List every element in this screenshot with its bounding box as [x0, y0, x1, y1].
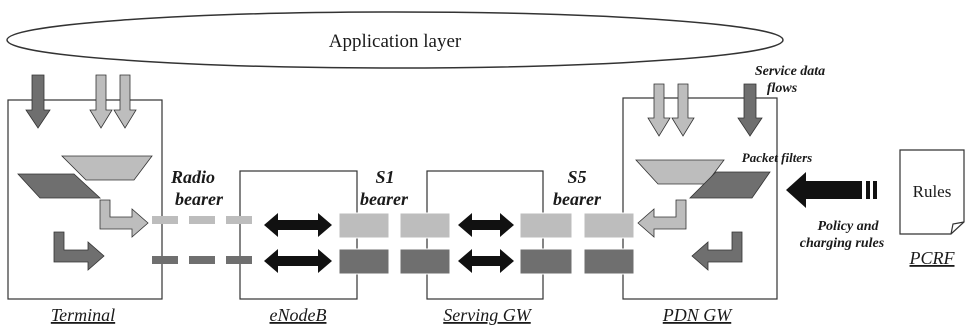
pdn-gw-down-arrows [647, 83, 763, 137]
policy-arrow-tail [873, 181, 877, 199]
s5-bearer-label: S5 [567, 167, 586, 187]
pdn-gw-packet-filters [635, 159, 771, 199]
pcrf-label: PCRF [909, 248, 956, 268]
radio-bearer-label: Radio [170, 167, 215, 187]
pdn-gw-label: PDN GW [662, 305, 733, 325]
l-arrow-icon [53, 231, 105, 271]
radio-bearer-dashes [152, 216, 252, 264]
s1-bearer-label: S1 [375, 167, 394, 187]
s5-bearer-block [519, 248, 573, 275]
pcrf-rules-document [899, 149, 965, 235]
terminal-down-arrows [25, 74, 137, 129]
radio-bearer-dash [189, 216, 215, 224]
service-data-flows-label: Service data [755, 64, 825, 79]
s5-bearer-block [583, 248, 635, 275]
double-arrow-icon [264, 249, 332, 273]
l-arrow-icon [637, 199, 687, 238]
radio-bearer-dash [189, 256, 215, 264]
down-arrow-icon [113, 74, 137, 129]
s5-bearer-label: bearer [553, 189, 602, 209]
s1-bearer-block [338, 248, 390, 275]
policy-arrow-icon [786, 172, 862, 208]
terminal-l-arrows [53, 199, 149, 271]
terminal-packet-filters [17, 155, 153, 199]
double-arrow-icon [264, 213, 332, 237]
serving-gw-double-arrows [458, 213, 514, 273]
terminal-box [7, 99, 163, 300]
down-arrow-icon [25, 74, 51, 129]
packet-filter-icon [17, 173, 102, 199]
pdn-gw-l-arrows [637, 199, 743, 271]
application-layer-label: Application layer [329, 31, 462, 52]
down-arrow-icon [89, 74, 113, 129]
packet-filter-icon [689, 171, 771, 199]
double-arrow-icon [458, 213, 514, 237]
down-arrow-icon [671, 83, 695, 137]
packet-filters-label: Packet filters [742, 150, 812, 165]
s5-bearer-block [519, 212, 573, 239]
double-arrow-icon [458, 249, 514, 273]
enodeb-label: eNodeB [270, 305, 327, 325]
s1-bearer-label: bearer [360, 189, 409, 209]
down-arrow-icon [647, 83, 671, 137]
radio-bearer-dash [226, 216, 252, 224]
l-arrow-icon [99, 199, 149, 238]
terminal-label: Terminal [51, 305, 115, 325]
enodeb-double-arrows [264, 213, 332, 273]
s1-bearer-block [399, 212, 451, 239]
s5-bearer-block [583, 212, 635, 239]
radio-bearer-label: bearer [175, 189, 224, 209]
policy-rules-label: Policy and [817, 219, 879, 234]
l-arrow-icon [691, 231, 743, 271]
rules-doc-label: Rules [913, 182, 952, 201]
service-data-flows-label: flows [767, 81, 798, 96]
s1-bearer-blocks [338, 212, 451, 275]
s1-bearer-block [399, 248, 451, 275]
packet-filter-icon [61, 155, 153, 181]
policy-rules-label: charging rules [800, 236, 885, 251]
pcrf-fold-icon [950, 221, 965, 235]
down-arrow-icon [737, 83, 763, 137]
policy-arrow [786, 172, 877, 208]
policy-arrow-tail [866, 181, 870, 199]
application-layer-ellipse [6, 11, 784, 69]
s1-bearer-block [338, 212, 390, 239]
radio-bearer-dash [152, 216, 178, 224]
radio-bearer-dash [226, 256, 252, 264]
s5-bearer-blocks [519, 212, 635, 275]
enodeb-box [239, 170, 358, 300]
radio-bearer-dash [152, 256, 178, 264]
serving-gw-label: Serving GW [443, 305, 532, 325]
